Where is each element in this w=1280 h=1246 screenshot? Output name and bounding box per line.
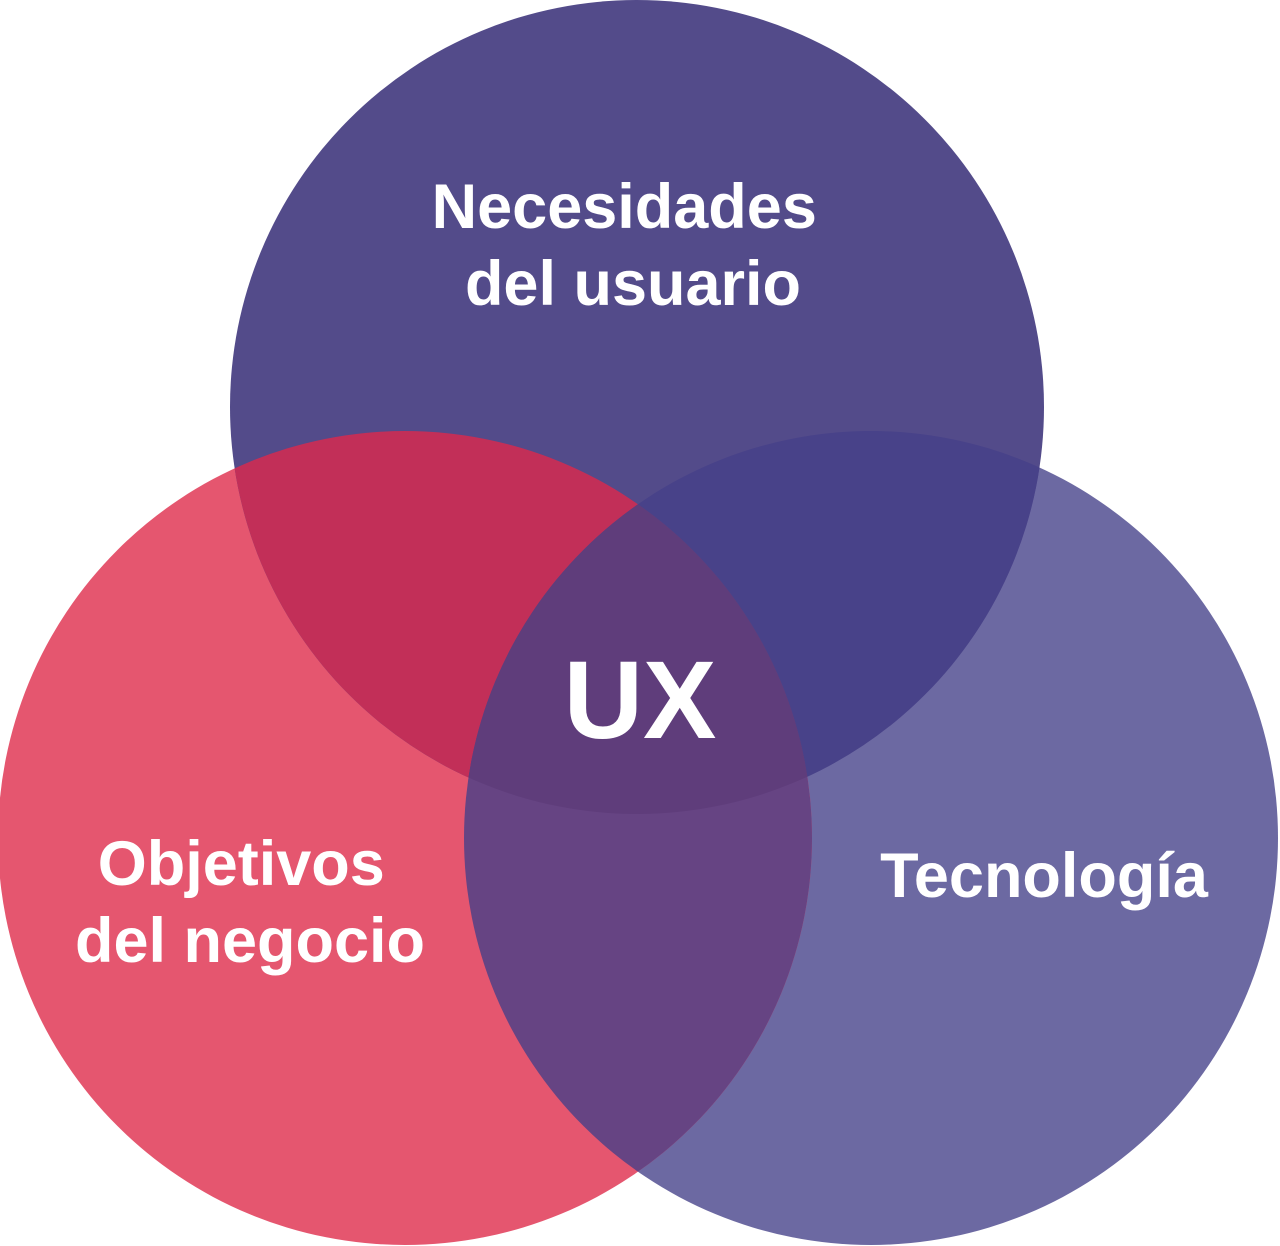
business-goals-line-1: Objetivos [98,829,385,899]
business-goals-line-2: del negocio [75,906,425,976]
ux-center-label: UX [564,639,717,762]
user-needs-label: Necesidades del usuario [432,172,835,319]
triple-overlap [464,431,812,814]
user-needs-line-1: Necesidades [432,172,817,242]
technology-label: Tecnología [880,841,1209,911]
business-goals-label: Objetivos del negocio [75,829,425,976]
user-needs-line-2: del usuario [465,249,801,319]
